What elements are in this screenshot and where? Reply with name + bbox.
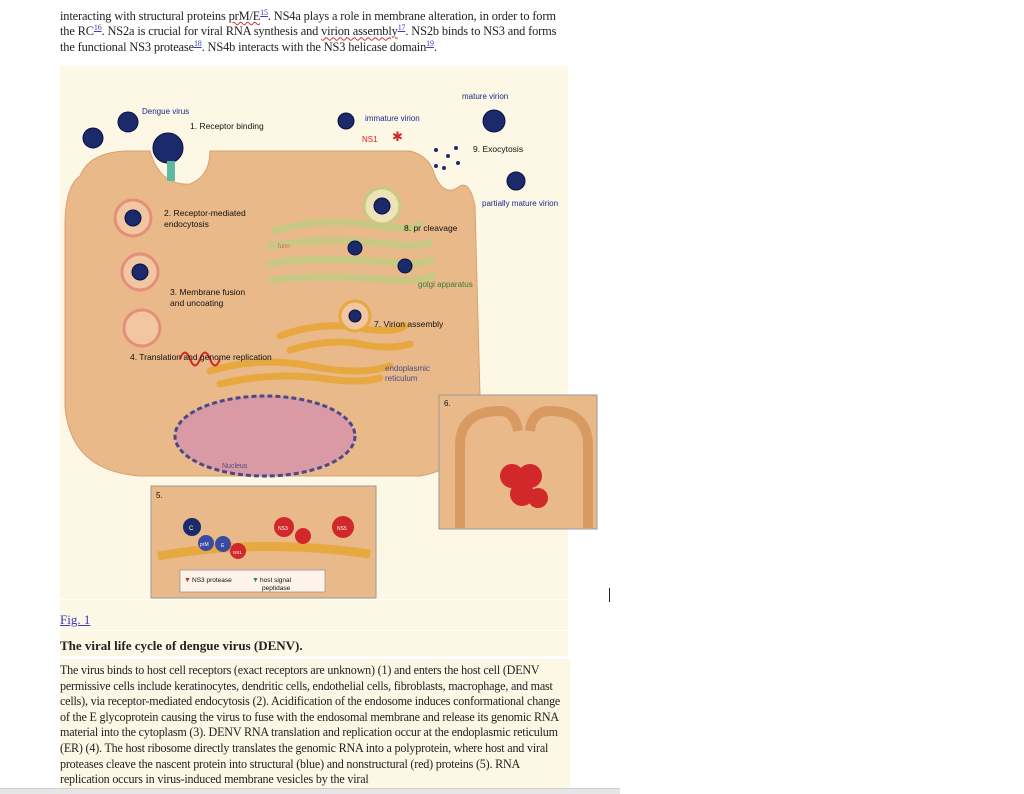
- endoplasmic-reticulum: [206, 322, 414, 388]
- rc-protein: [518, 464, 542, 488]
- label-furin: furin: [278, 244, 290, 250]
- intro-text: . NS4b interacts with the NS3 helicase d…: [201, 39, 427, 54]
- intro-text: interacting with structural proteins: [60, 9, 229, 23]
- label-step6: 6.: [444, 399, 451, 408]
- protein-ns5: [332, 516, 354, 538]
- virion: [373, 197, 391, 215]
- golgi-apparatus: [266, 218, 436, 284]
- prme-term: prM/E: [228, 9, 261, 23]
- label-c: C: [189, 526, 194, 532]
- protein-prm: [198, 535, 214, 551]
- virion: [82, 127, 104, 149]
- virion: [506, 171, 526, 191]
- label-ns5: NS5: [337, 526, 347, 532]
- virion: [348, 309, 362, 323]
- label-partially-mature: partially mature virion: [482, 199, 558, 208]
- label-step8: 8. pr cleavage: [404, 223, 458, 233]
- intro-text: .: [433, 39, 437, 54]
- protein-ns: [295, 528, 311, 544]
- figure-legend: The virus binds to host cell receptors (…: [60, 659, 570, 793]
- citation-link[interactable]: 16: [93, 23, 102, 33]
- rc-protein: [510, 482, 534, 506]
- label-dengue-virus: Dengue virus: [142, 107, 189, 116]
- label-step2b: endocytosis: [164, 219, 209, 229]
- citation-link[interactable]: 15: [260, 7, 268, 17]
- virions: [82, 109, 526, 323]
- red-triangle-icon: ▼: [184, 577, 191, 584]
- intro-line-2: the RC16. NS2a is crucial for viral RNA …: [60, 24, 570, 39]
- horizontal-scrollbar[interactable]: [0, 788, 620, 794]
- intro-text: . NS2a is crucial for viral RNA synthesi…: [101, 24, 322, 39]
- label-ns1-small: NS1: [233, 550, 242, 555]
- label-step7: 7. Virion assembly: [374, 319, 444, 329]
- nucleus: [173, 394, 357, 478]
- label-er: endoplasmic: [385, 364, 430, 373]
- protein-c: [183, 518, 201, 536]
- figure-canvas: ✱ Dengue virus 1. Receptor binding 2. Re…: [64, 92, 598, 599]
- label-ns3-protease: NS3 protease: [192, 577, 232, 584]
- label-step2: 2. Receptor-mediated: [164, 208, 246, 218]
- label-step5: 5.: [156, 491, 163, 500]
- virion: [152, 132, 184, 164]
- inset-legend: [179, 569, 326, 593]
- label-host-signal: host signal: [260, 577, 292, 584]
- virion: [124, 209, 142, 227]
- intro-text: . NS4a plays a role in membrane alterati…: [267, 9, 556, 23]
- receptor: [167, 161, 175, 181]
- figure-title: The viral life cycle of dengue virus (DE…: [60, 638, 303, 653]
- label-immature-virion: immature virion: [365, 114, 420, 123]
- virion: [397, 258, 413, 274]
- protein-e: [215, 536, 231, 552]
- citation-link[interactable]: 19: [426, 38, 434, 48]
- virion: [347, 240, 363, 256]
- endosome: [122, 308, 162, 348]
- intro-text: . NS2b binds to NS3 and forms: [405, 24, 557, 39]
- label-step1: 1. Receptor binding: [190, 121, 264, 131]
- exocytosis-particles: [434, 146, 460, 170]
- ns1-star-icon: ✱: [392, 129, 403, 144]
- figure-legend-text: The virus binds to host cell receptors (…: [60, 663, 561, 787]
- rc-protein: [528, 488, 548, 508]
- figure-title-area: The viral life cycle of dengue virus (DE…: [60, 631, 568, 656]
- inset-replication-complex: 6.: [438, 394, 598, 530]
- intro-line-3: the functional NS3 protease18. NS4b inte…: [60, 38, 570, 55]
- figure-link[interactable]: Fig. 1: [60, 612, 91, 627]
- label-mature-virion: mature virion: [462, 92, 508, 101]
- label-ns1: NS1: [362, 135, 378, 144]
- protein-ns3: [274, 517, 294, 537]
- label-step3: 3. Membrane fusion: [170, 287, 245, 297]
- intro-paragraph: interacting with structural proteins prM…: [60, 7, 570, 55]
- virion: [117, 111, 139, 133]
- intro-text: the functional NS3 protease: [60, 39, 194, 54]
- label-prm: prM: [200, 542, 209, 548]
- virion: [482, 109, 506, 133]
- label-step9: 9. Exocytosis: [473, 144, 523, 154]
- label-ns3: NS3: [278, 526, 288, 532]
- virion-term: virion assembly: [321, 24, 398, 39]
- citation-link[interactable]: 17: [397, 23, 406, 33]
- citation-link[interactable]: 18: [193, 38, 202, 48]
- label-step4: 4. Translation and genome replication: [130, 352, 272, 362]
- intro-text: the RC: [60, 24, 94, 39]
- intro-line-1: interacting with structural proteins prM…: [60, 7, 570, 24]
- label-step3b: and uncoating: [170, 298, 224, 308]
- virion: [131, 263, 149, 281]
- text-cursor: [609, 588, 610, 602]
- label-nucleus: Nucleus: [222, 463, 248, 470]
- protein-ns1: [230, 543, 246, 559]
- rc-protein: [500, 464, 524, 488]
- rna-strand: [179, 351, 221, 367]
- green-triangle-icon: ▼: [252, 577, 259, 584]
- inset-polyprotein: 5. C prM E NS1 NS3 NS5 ▼ NS3 protease ▼ …: [150, 485, 377, 599]
- figure-caption-link-area: Fig. 1: [60, 600, 568, 630]
- label-e: E: [221, 543, 225, 549]
- dengue-lifecycle-figure: ✱ Dengue virus 1. Receptor binding 2. Re…: [60, 66, 598, 599]
- label-golgi: golgi apparatus: [418, 280, 473, 289]
- virion: [337, 112, 355, 130]
- label-er-b: reticulum: [385, 374, 418, 383]
- label-peptidase: peptidase: [262, 585, 291, 592]
